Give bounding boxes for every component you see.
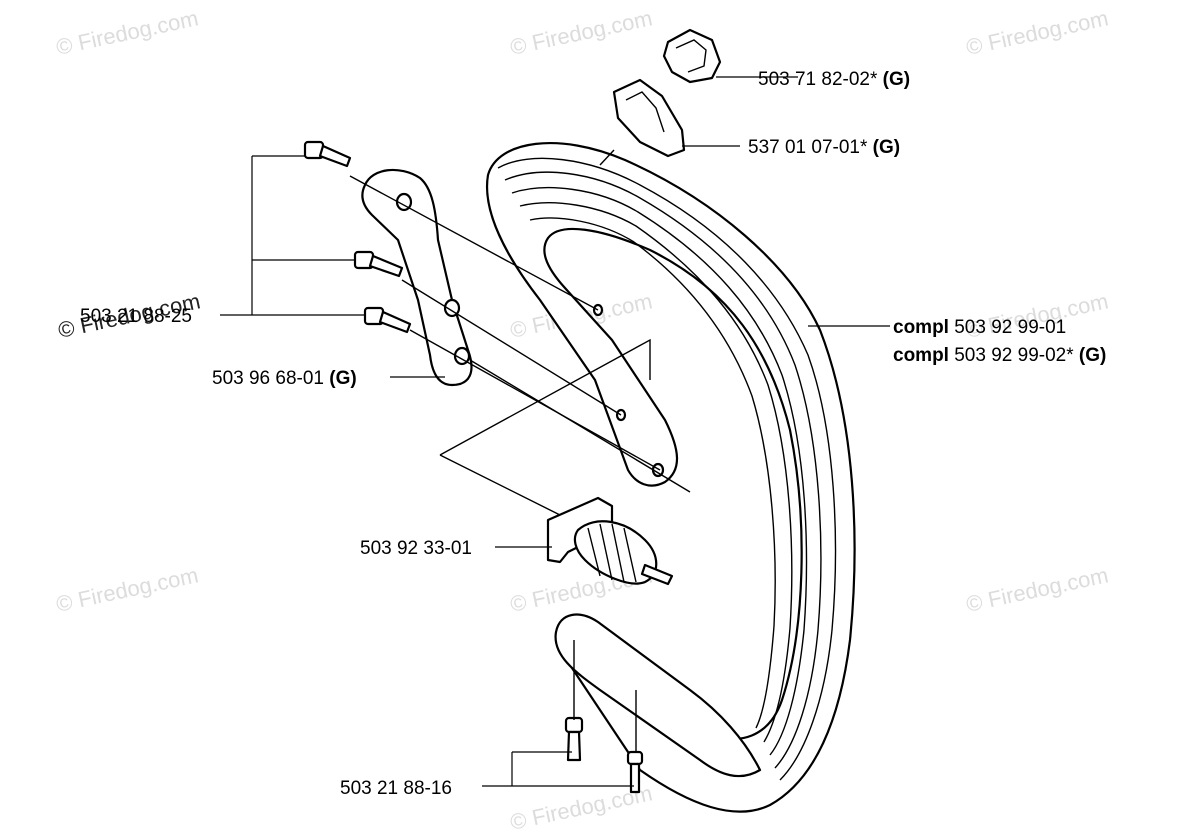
part-label-503-96-68-01: 503 96 68-01 (G) bbox=[212, 368, 357, 389]
part-labels: 503 71 82-02* (G) 537 01 07-01* (G) 503 … bbox=[80, 69, 1106, 799]
screw-upper-1 bbox=[303, 140, 352, 168]
part-label-503-92-33-01: 503 92 33-01 bbox=[360, 538, 472, 559]
part-label-503-21-88-25: 503 21 88-25 bbox=[80, 306, 192, 327]
screw-lower-1 bbox=[564, 716, 584, 762]
assembly-lines bbox=[349, 149, 691, 752]
front-handle-bar bbox=[485, 142, 856, 813]
watermark: © Firedog.com bbox=[508, 5, 655, 60]
watermark: © Firedog.com bbox=[964, 5, 1111, 60]
screw-lower-2 bbox=[626, 750, 644, 794]
spring-block bbox=[546, 496, 674, 586]
watermark: © Firedog.com bbox=[964, 562, 1111, 617]
part-label-503-92-99-02: compl 503 92 99-02* (G) bbox=[893, 345, 1106, 366]
watermark-layer: © Firedog.com © Firedog.com © Firedog.co… bbox=[54, 5, 1111, 835]
clip-lower bbox=[612, 78, 686, 158]
leader-lines bbox=[220, 76, 890, 787]
part-label-503-92-99-01: compl 503 92 99-01 bbox=[893, 317, 1066, 338]
watermark: © Firedog.com bbox=[54, 562, 201, 617]
bracket bbox=[361, 168, 473, 387]
watermark: © Firedog.com bbox=[54, 5, 201, 60]
part-label-503-21-88-16: 503 21 88-16 bbox=[340, 778, 452, 799]
screw-upper-2 bbox=[353, 250, 404, 278]
screw-upper-3 bbox=[363, 306, 412, 334]
part-label-503-71-82-02: 503 71 82-02* (G) bbox=[758, 69, 910, 90]
clip-upper bbox=[662, 28, 722, 84]
part-label-537-01-07-01: 537 01 07-01* (G) bbox=[748, 137, 900, 158]
